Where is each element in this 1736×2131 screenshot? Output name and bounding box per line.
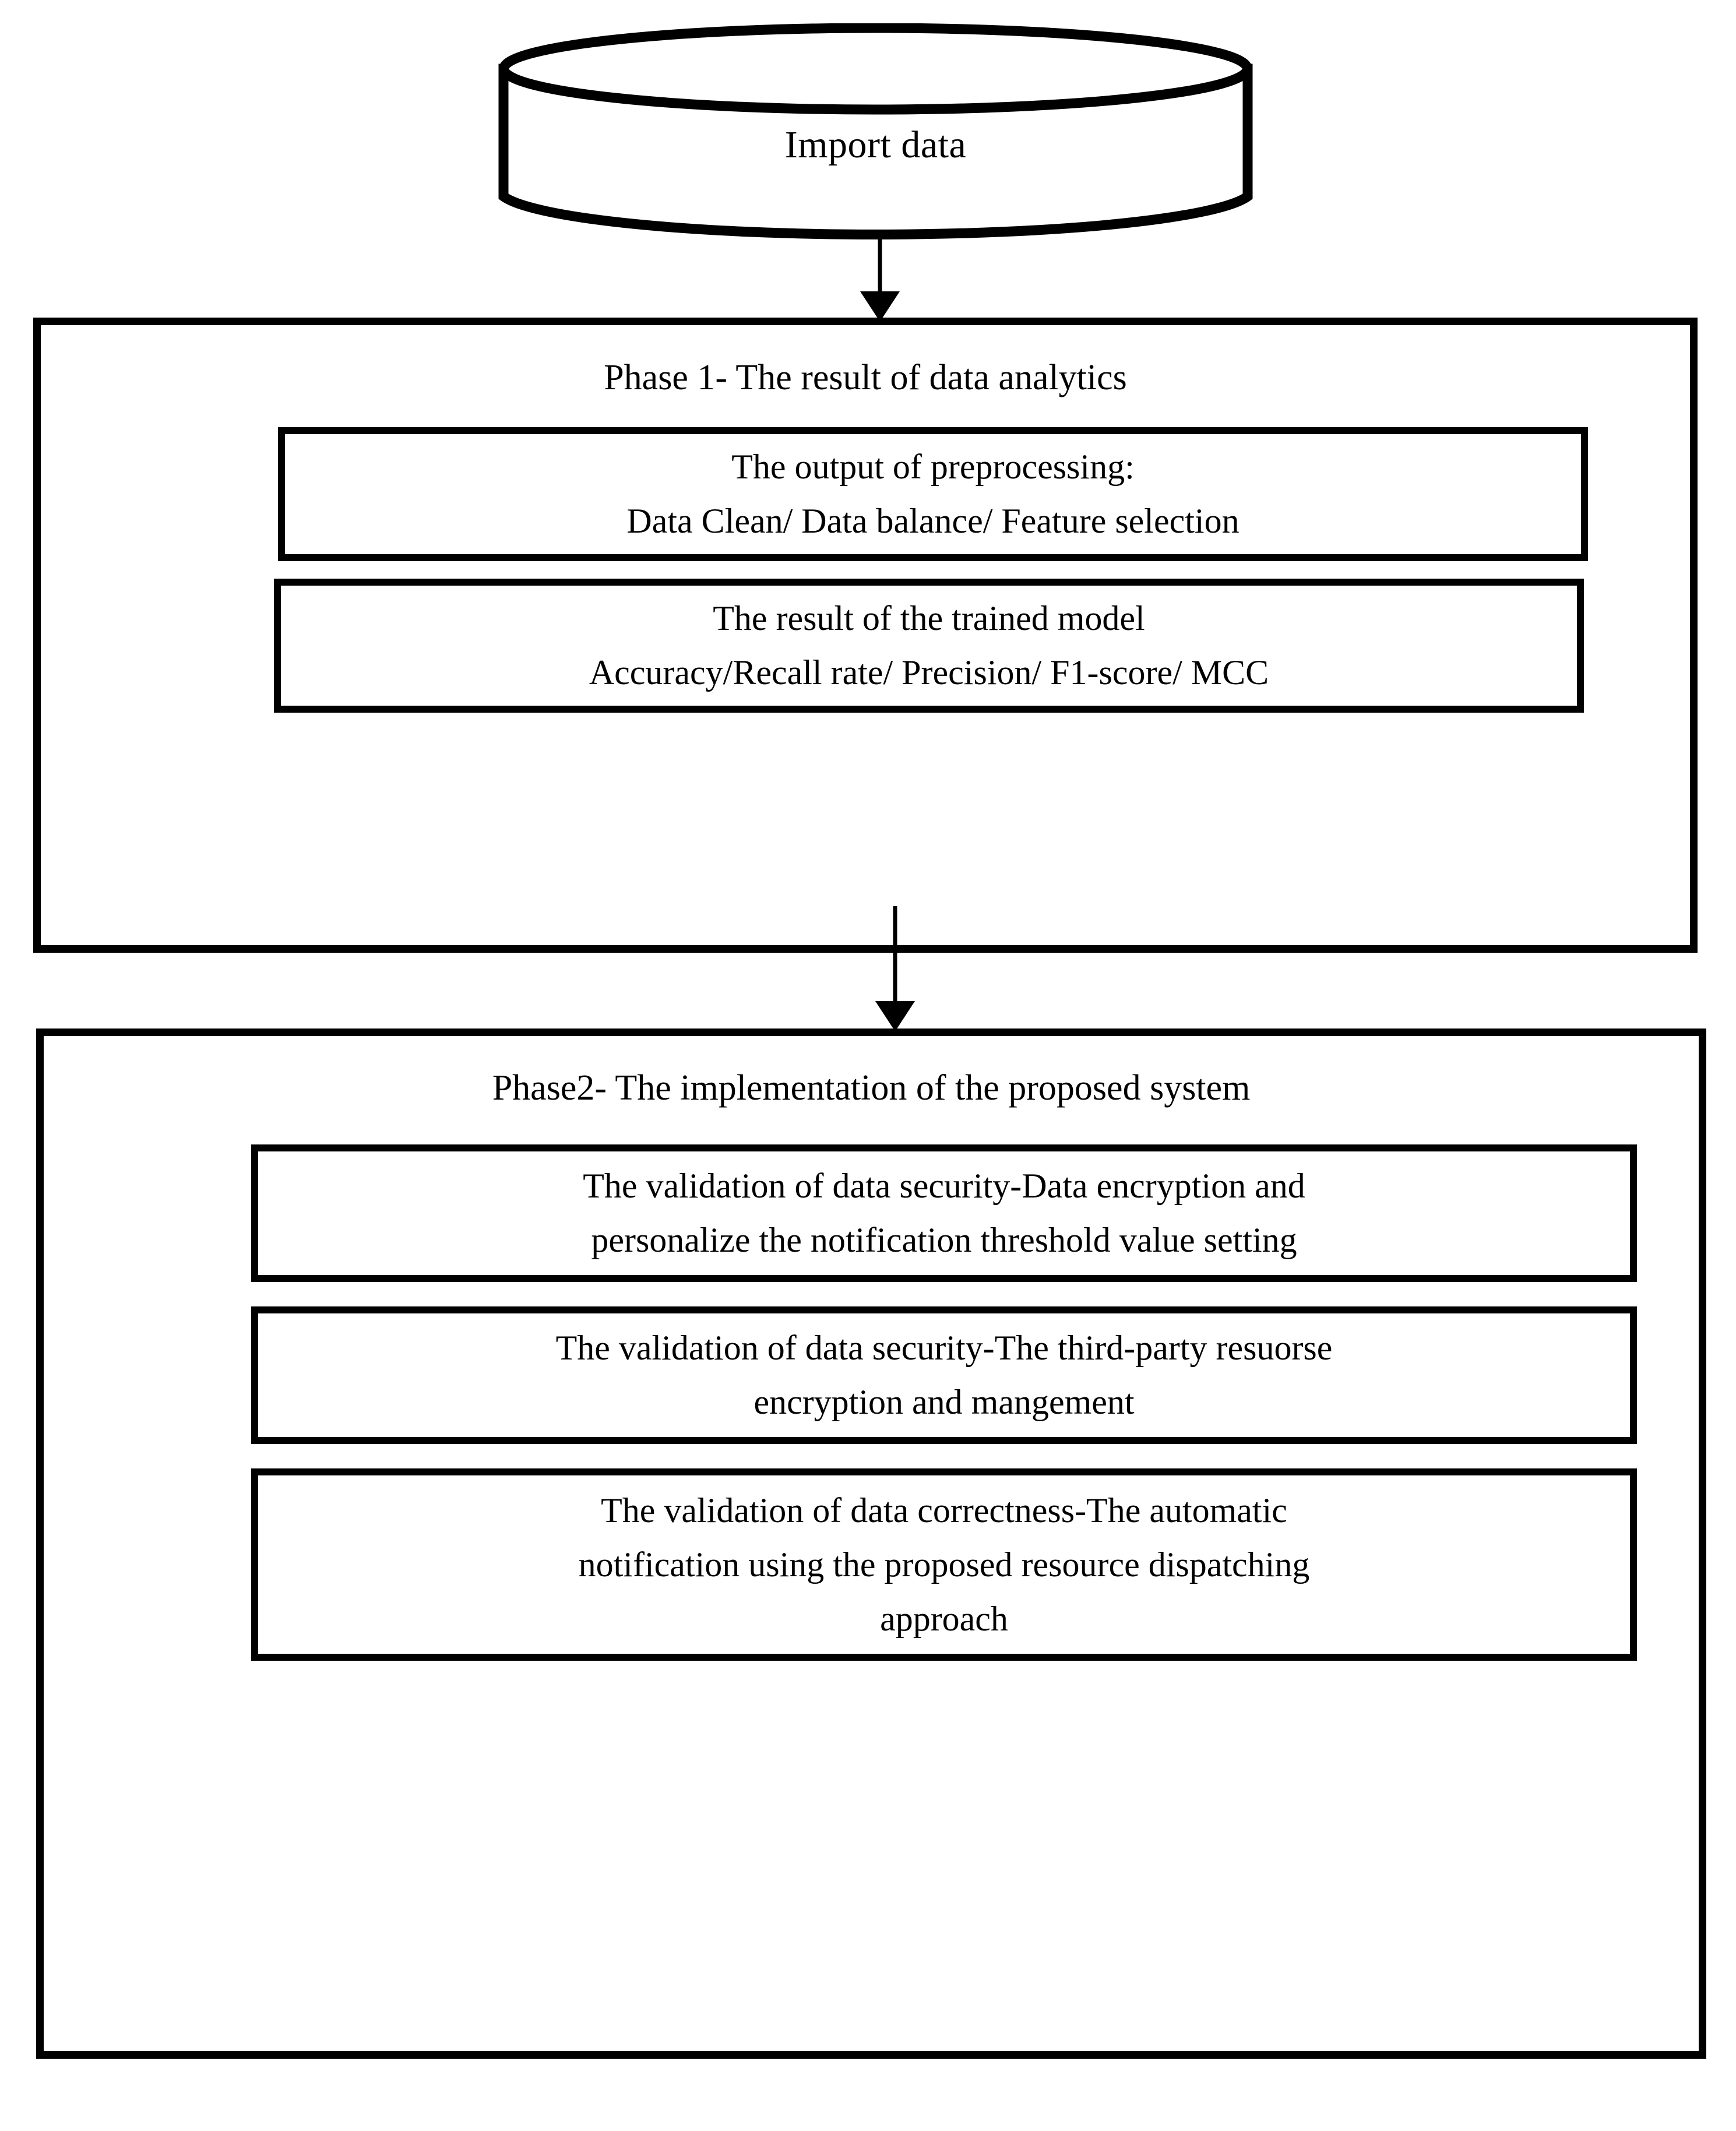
box-line: encryption and mangement — [753, 1383, 1135, 1421]
box-line: notification using the proposed resource… — [578, 1545, 1310, 1584]
arrow-shaft — [893, 906, 897, 1003]
box-line: Accuracy/Recall rate/ Precision/ F1-scor… — [589, 653, 1269, 692]
phase-1-container[interactable]: Phase 1- The result of data analytics Th… — [33, 318, 1698, 953]
box-line: The result of the trained model — [713, 599, 1145, 637]
phase2-box-data-encryption[interactable]: The validation of data security-Data enc… — [251, 1144, 1637, 1282]
arrow-head — [875, 1001, 915, 1031]
phase-1-title: Phase 1- The result of data analytics — [604, 358, 1127, 397]
box-line: Data Clean/ Data balance/ Feature select… — [626, 502, 1240, 540]
phase1-box-trained-model[interactable]: The result of the trained model Accuracy… — [274, 579, 1584, 713]
box-line: The output of preprocessing: — [731, 448, 1135, 486]
import-data-cylinder[interactable]: Import data — [498, 23, 1253, 242]
box-line: personalize the notification threshold v… — [591, 1221, 1297, 1259]
box-line: The validation of data correctness-The a… — [601, 1491, 1287, 1530]
arrow-import-to-phase1 — [839, 239, 921, 322]
import-data-label: Import data — [784, 123, 967, 166]
box-line: approach — [880, 1599, 1008, 1638]
arrow-head — [860, 291, 900, 322]
phase2-box-third-party[interactable]: The validation of data security-The thir… — [251, 1306, 1637, 1444]
arrow-phase1-to-phase2 — [854, 906, 936, 1031]
box-line: The validation of data security-The thir… — [555, 1329, 1333, 1367]
box-line: The validation of data security-Data enc… — [583, 1167, 1305, 1205]
phase-2-container[interactable]: Phase2- The implementation of the propos… — [36, 1028, 1706, 2059]
phase-2-title: Phase2- The implementation of the propos… — [492, 1068, 1251, 1108]
phase2-box-data-correctness[interactable]: The validation of data correctness-The a… — [251, 1468, 1637, 1661]
arrow-shaft — [878, 239, 882, 293]
cylinder-shape — [498, 23, 1253, 239]
phase1-box-preprocessing[interactable]: The output of preprocessing: Data Clean/… — [278, 427, 1588, 561]
